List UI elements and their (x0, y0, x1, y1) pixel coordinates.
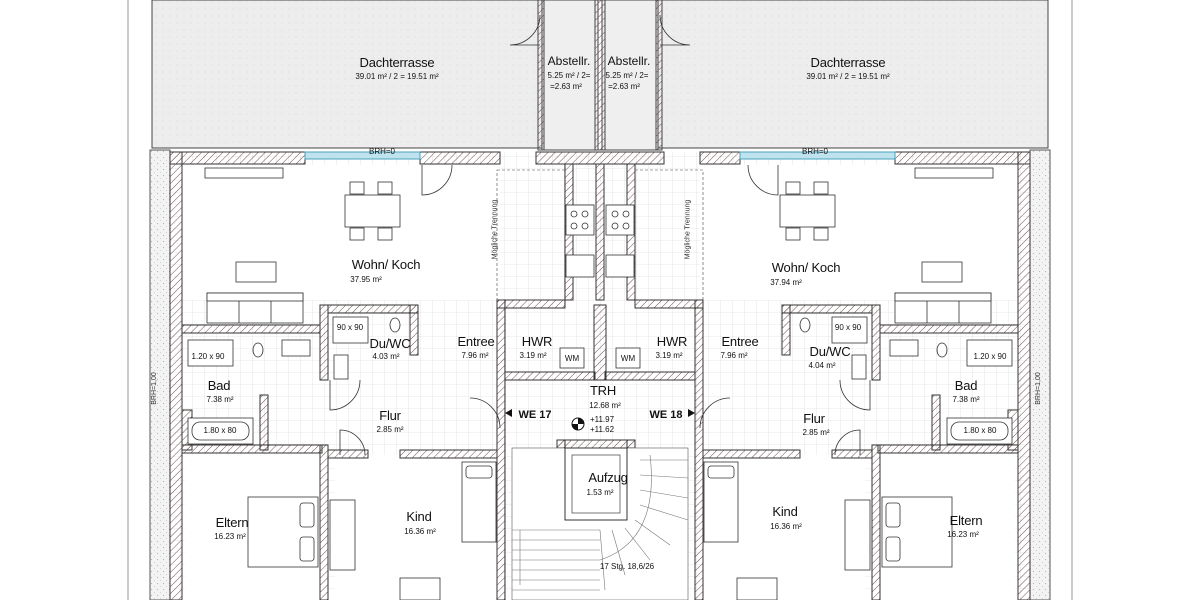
room-name: Wohn/ Koch (351, 257, 421, 272)
wm-right: WM (620, 354, 636, 363)
room-area: 39.01 m² / 2 = 19.51 m² (806, 72, 890, 81)
level-lower: +11.62 (589, 425, 615, 434)
room-area: 39.01 m² / 2 = 19.51 m² (355, 72, 439, 81)
room-area: 7.38 m² (952, 395, 980, 404)
stair-treads (512, 454, 689, 591)
room-name: Dachterrasse (810, 55, 886, 70)
room-area: =2.63 m² (608, 82, 640, 91)
sofa-left (206, 292, 304, 324)
room-name: Bad (207, 378, 231, 393)
room-area: 4.03 m² (372, 352, 400, 361)
kitchen-counters (565, 204, 635, 278)
bed-eltern-left (247, 496, 319, 568)
wm-left: WM (564, 354, 580, 363)
elevator-shaft (564, 447, 628, 521)
shower-bad-left: 1.20 x 90 (191, 352, 225, 361)
room-name: Flur (803, 411, 825, 426)
terrace-left (151, 0, 543, 149)
room-area: 16.23 m² (214, 532, 246, 541)
wardrobe-right (844, 499, 871, 571)
brh-side-left: BRH=1,00 (150, 372, 158, 405)
room-area: 4.04 m² (808, 361, 836, 370)
tv-board-right (921, 261, 963, 283)
dining-table-right (779, 181, 836, 241)
room-name: Flur (379, 408, 401, 423)
radiator-left (204, 167, 284, 179)
wardrobe-left (329, 499, 356, 571)
terrace-right (657, 0, 1049, 149)
room-area: 16.36 m² (404, 527, 436, 536)
sofa-right (894, 292, 992, 324)
possible-separation-lines (496, 169, 704, 301)
room-name: Eltern (949, 513, 983, 528)
room-area: 37.94 m² (770, 278, 802, 287)
room-area: 16.36 m² (770, 522, 802, 531)
room-area: 2.85 m² (802, 428, 830, 437)
shower-bad-right: 1.20 x 90 (973, 352, 1007, 361)
brh-side-right: BRH=1,00 (1034, 372, 1042, 405)
room-name: Aufzug (588, 470, 628, 485)
dining-table-left (344, 181, 401, 241)
room-name: Dachterrasse (359, 55, 435, 70)
trennung-label-right: Mögliche Trennung (684, 199, 692, 260)
desk-right (736, 577, 778, 600)
tv-board-left (235, 261, 277, 283)
room-name: Abstellr. (607, 54, 651, 68)
room-name: HWR (656, 334, 688, 349)
trennung-label-left: Mögliche Trennung (491, 199, 499, 260)
room-area: =2.63 m² (550, 82, 582, 91)
room-name: Kind (406, 509, 432, 524)
bath-fixtures-left (187, 316, 401, 445)
room-area: 12.68 m² (589, 401, 621, 410)
bed-kind-right (703, 461, 739, 543)
room-name: Abstellr. (547, 54, 591, 68)
unit-label-right: WE 18 (649, 409, 683, 421)
room-area: 1.53 m² (586, 488, 614, 497)
room-name: Du/WC (809, 344, 851, 359)
washing-machine-left (559, 347, 585, 369)
room-name: Kind (772, 504, 798, 519)
level-marker-icon (571, 417, 585, 431)
room-area: 7.96 m² (720, 351, 748, 360)
room-area: 2.85 m² (376, 425, 404, 434)
room-name: TRH (589, 383, 617, 398)
room-area: 3.19 m² (655, 351, 683, 360)
room-area: 3.19 m² (519, 351, 547, 360)
level-upper: +11.97 (589, 415, 615, 424)
room-area: 5.25 m² / 2= (605, 71, 649, 80)
glass-front-right (739, 151, 896, 160)
door-swings (329, 14, 871, 456)
room-area: 16.23 m² (947, 530, 979, 539)
storage-left (541, 0, 599, 151)
tub-size-left: 1.80 x 80 (203, 426, 237, 435)
bath-fixtures-right (799, 316, 1013, 445)
room-name: Entree (457, 334, 495, 349)
unit-arrow-right-icon (688, 409, 695, 417)
tub-size-right: 1.80 x 80 (963, 426, 997, 435)
unit-label-left: WE 17 (518, 409, 552, 421)
brh-label-right: BRH=0 (801, 147, 829, 156)
glass-front-left (304, 151, 421, 160)
room-area: 5.25 m² / 2= (547, 71, 591, 80)
desk-left (399, 577, 441, 600)
room-name: HWR (521, 334, 553, 349)
brh-label-left: BRH=0 (368, 147, 396, 156)
shower-size-right: 90 x 90 (834, 323, 862, 332)
washing-machine-right (615, 347, 641, 369)
radiator-right (914, 167, 994, 179)
room-area: 37.95 m² (350, 275, 382, 284)
shower-size-left: 90 x 90 (336, 323, 364, 332)
room-name: Entree (721, 334, 759, 349)
bed-eltern-right (881, 496, 953, 568)
bed-kind-left (461, 461, 497, 543)
room-area: 7.96 m² (461, 351, 489, 360)
room-area: 7.38 m² (206, 395, 234, 404)
room-name: Wohn/ Koch (771, 260, 841, 275)
stairs-label: 17 Stg. 18,6/26 (599, 562, 655, 571)
room-name: Du/WC (369, 336, 411, 351)
room-name: Eltern (215, 515, 249, 530)
room-name: Bad (954, 378, 978, 393)
unit-arrow-left-icon (505, 409, 512, 417)
